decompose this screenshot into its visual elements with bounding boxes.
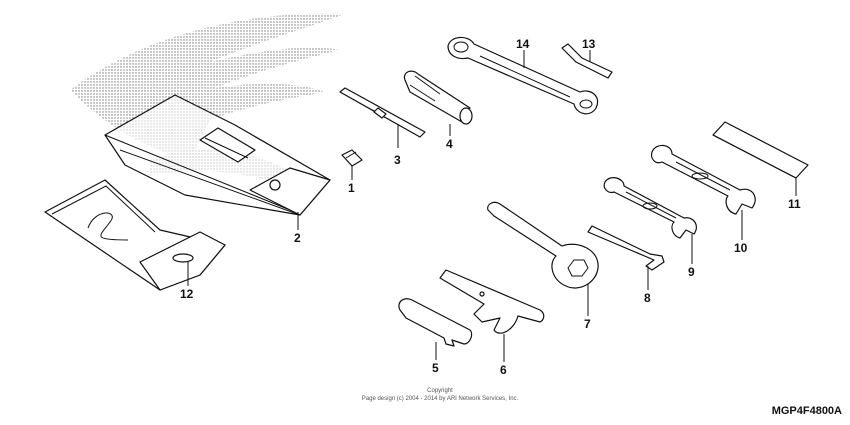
screwdriver-shaft-icon: [339, 87, 426, 138]
callout-10: 10: [734, 241, 748, 255]
leader-lines: [187, 50, 797, 362]
open-end-wrench-small-icon: [603, 177, 697, 239]
copyright-line-2: Page design (c) 2004 - 2014 by ARI Netwo…: [362, 396, 519, 402]
grip-pad-icon: [712, 121, 809, 179]
callout-14: 14: [516, 37, 530, 51]
document-bag-icon: [44, 179, 226, 291]
tool-pouch-icon: [104, 94, 331, 216]
callout-12: 12: [180, 287, 194, 301]
callout-9: 9: [688, 265, 695, 279]
hex-key-icon: [587, 225, 665, 271]
callout-2: 2: [294, 231, 301, 245]
small-clip-icon: [341, 149, 363, 167]
callout-labels: 1 2 3 4 5 6 7 8 9 10 11 12 13 14: [180, 37, 801, 377]
callout-7: 7: [584, 317, 591, 331]
callout-5: 5: [432, 361, 439, 375]
callout-6: 6: [500, 363, 507, 377]
screwdriver-handle-icon: [403, 70, 473, 125]
hex-key-small-icon: [561, 43, 613, 79]
hook-wrench-icon: [487, 201, 599, 289]
pin-spanner-icon: [439, 269, 545, 334]
callout-8: 8: [644, 291, 651, 305]
callout-1: 1: [348, 181, 355, 195]
copyright-line-1: Copyright: [427, 388, 453, 394]
box-end-wrench-icon: [447, 36, 599, 115]
flat-plate-tool-icon: [398, 298, 473, 347]
callout-13: 13: [582, 37, 596, 51]
callout-11: 11: [788, 197, 801, 211]
open-end-wrench-large-icon: [650, 144, 756, 215]
callout-4: 4: [446, 137, 453, 151]
diagram-code: MGP4F4800A: [772, 405, 842, 417]
callout-3: 3: [394, 153, 401, 167]
